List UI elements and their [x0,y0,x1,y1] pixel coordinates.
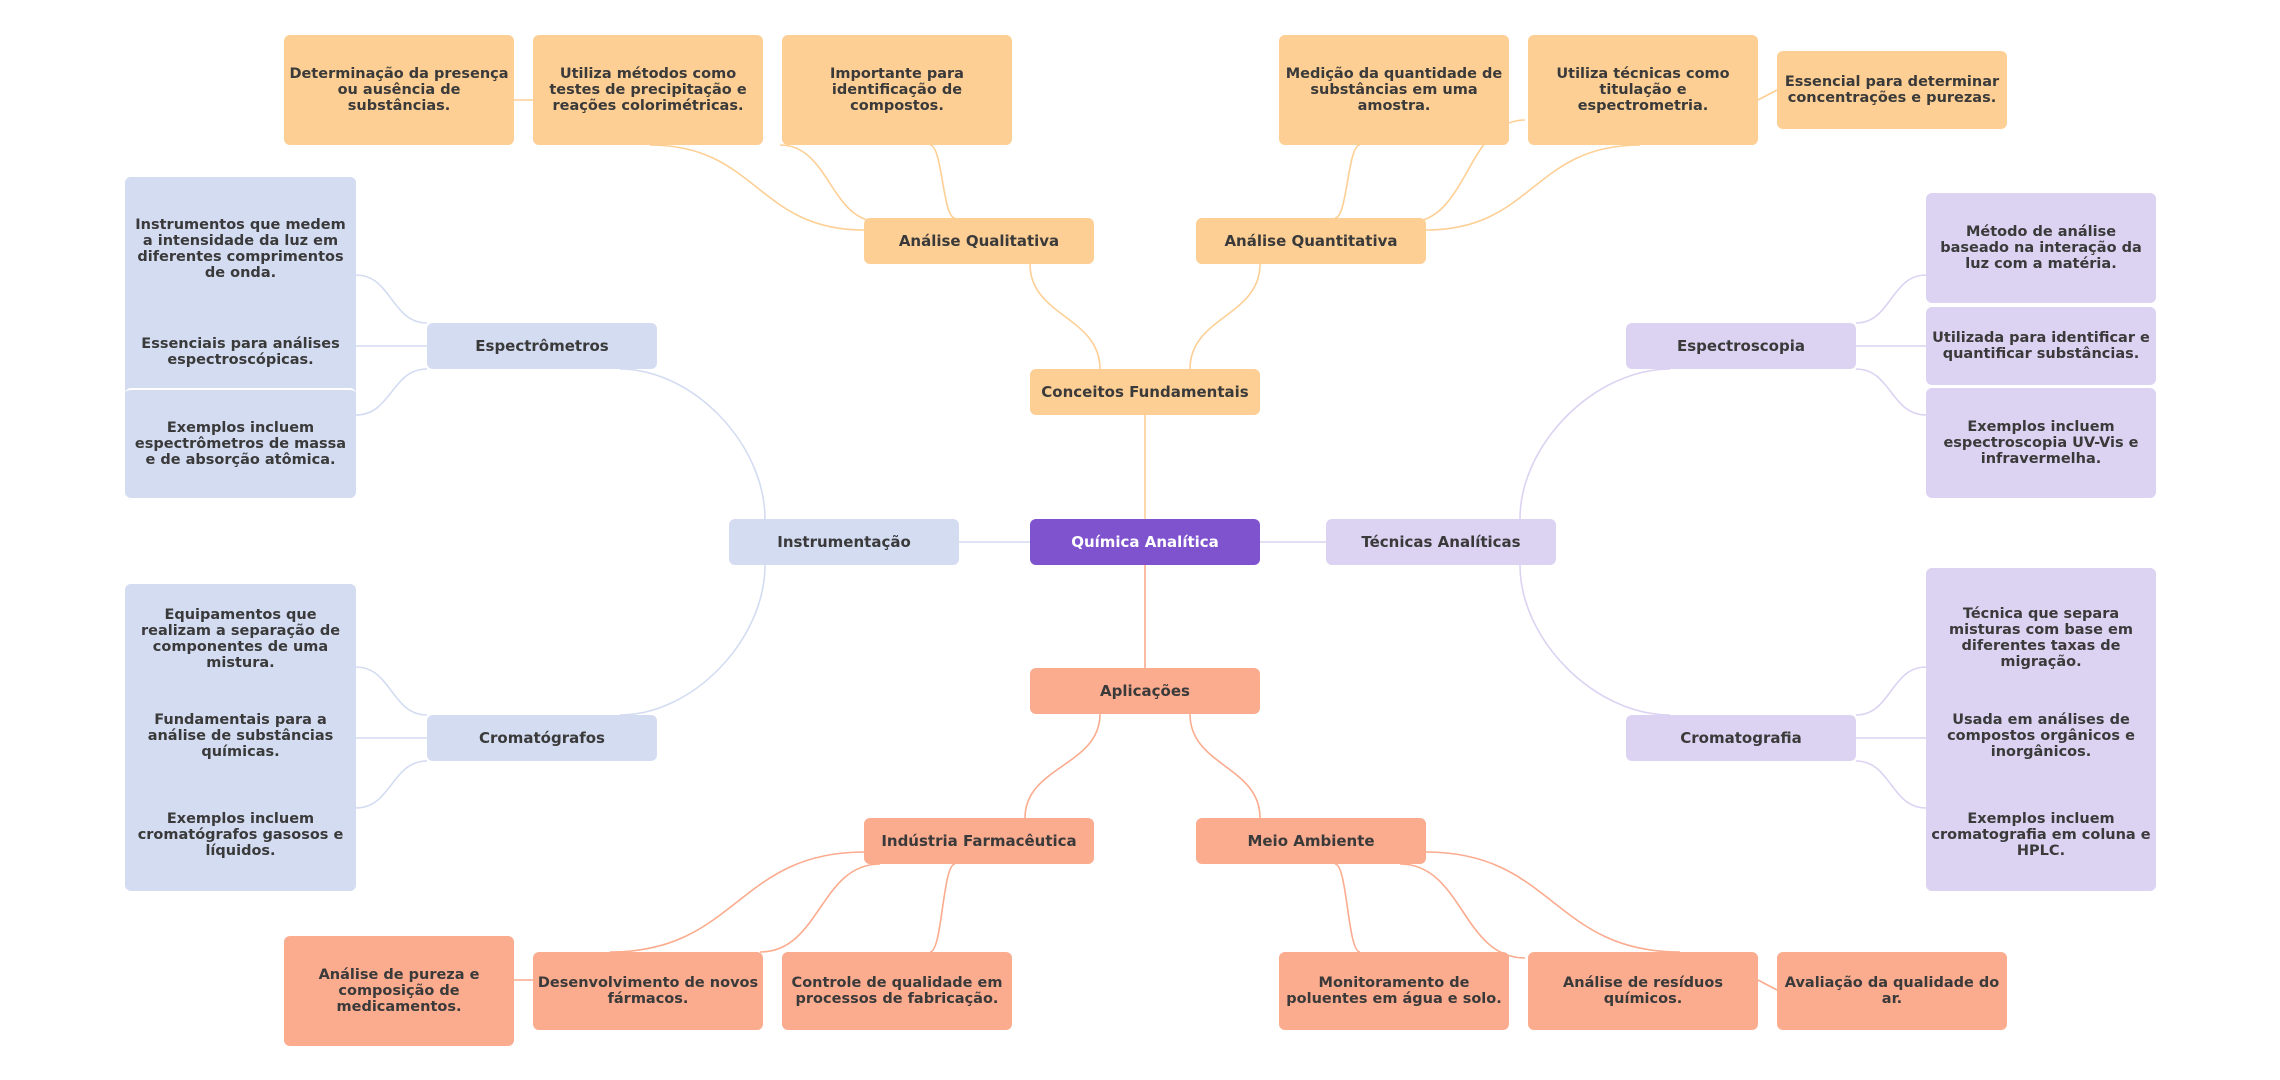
node-meio-ambiente[interactable]: Meio Ambiente [1196,818,1426,864]
node-analise-qualitativa[interactable]: Análise Qualitativa [864,218,1094,264]
leaf-qualitativa-3[interactable]: Importante para identificação de compost… [782,35,1012,145]
connector-line [1189,713,1261,819]
leaf-cromatografos-2[interactable]: Fundamentais para a análise de substânci… [125,696,356,776]
leaf-cromatografos-3[interactable]: Exemplos incluem cromatógrafos gasosos e… [125,780,356,890]
node-industria-farmaceutica[interactable]: Indústria Farmacêutica [864,818,1094,864]
leaf-cromatografia-2[interactable]: Usada em análises de compostos orgânicos… [1926,696,2156,776]
branch-conceitos-fundamentais[interactable]: Conceitos Fundamentais [1030,369,1260,415]
leaf-espectroscopia-3[interactable]: Exemplos incluem espectroscopia UV-Vis e… [1926,388,2156,498]
leaf-qualitativa-2[interactable]: Utiliza métodos como testes de precipita… [533,35,763,145]
branch-instrumentacao[interactable]: Instrumentação [729,519,959,565]
connector-line [1334,144,1361,219]
leaf-cromatografia-1[interactable]: Técnica que separa misturas com base em … [1926,568,2156,708]
connector-line [759,863,881,953]
connector-line [1189,263,1261,370]
connector-line [649,144,865,231]
leaf-ambiente-3[interactable]: Avaliação da qualidade do ar. [1777,952,2007,1030]
leaf-quantitativa-2[interactable]: Utiliza técnicas como titulação e espect… [1528,35,1758,145]
connector-line [1024,713,1101,819]
connector-line [609,851,865,953]
node-cromatografos[interactable]: Cromatógrafos [427,715,657,761]
connector-line [1855,666,1927,716]
branch-aplicacoes[interactable]: Aplicações [1030,668,1260,714]
leaf-espectrometros-1[interactable]: Instrumentos que medem a intensidade da … [125,177,356,320]
leaf-espectrometros-3[interactable]: Exemplos incluem espectrômetros de massa… [125,388,356,498]
connector-line [929,863,956,953]
leaf-ambiente-1[interactable]: Monitoramento de poluentes em água e sol… [1279,952,1509,1030]
leaf-cromatografos-1[interactable]: Equipamentos que realizam a separação de… [125,584,356,694]
connector-line [1425,851,1681,953]
connector-line [779,144,881,223]
connector-line [355,666,428,716]
leaf-farmaceutica-3[interactable]: Controle de qualidade em processos de fa… [782,952,1012,1030]
connector-line [1855,760,1927,809]
connector-line [355,760,428,809]
leaf-quantitativa-3[interactable]: Essencial para determinar concentrações … [1777,51,2007,129]
connector-line [1757,979,1778,991]
connector-line [1519,564,1671,716]
leaf-quantitativa-1[interactable]: Medição da quantidade de substâncias em … [1279,35,1509,145]
node-espectrometros[interactable]: Espectrômetros [427,323,657,369]
connector-line [355,274,428,324]
root-label: Química Analítica [1071,533,1219,551]
connector-line [1334,863,1361,953]
connector-line [619,368,766,520]
connector-line [1029,263,1101,370]
leaf-espectroscopia-1[interactable]: Método de análise baseado na interação d… [1926,193,2156,303]
leaf-farmaceutica-2[interactable]: Desenvolvimento de novos fármacos. [533,952,763,1030]
branch-tecnicas-analiticas[interactable]: Técnicas Analíticas [1326,519,1556,565]
connector-line [1425,144,1641,231]
connector-line [619,564,766,716]
connector-line [355,368,428,416]
connector-line [1855,368,1927,416]
leaf-qualitativa-1[interactable]: Determinação da presença ou ausência de … [284,35,514,145]
leaf-cromatografia-3[interactable]: Exemplos incluem cromatografia em coluna… [1926,780,2156,890]
connector-line [1519,368,1671,520]
connector-line [1757,89,1778,101]
connector-line [1399,863,1526,959]
node-espectroscopia[interactable]: Espectroscopia [1626,323,1856,369]
root-node[interactable]: Química Analítica [1030,519,1260,565]
leaf-espectroscopia-2[interactable]: Utilizada para identificar e quantificar… [1926,307,2156,385]
node-analise-quantitativa[interactable]: Análise Quantitativa [1196,218,1426,264]
leaf-farmaceutica-1[interactable]: Análise de pureza e composição de medica… [284,936,514,1046]
node-cromatografia[interactable]: Cromatografia [1626,715,1856,761]
connector-line [1855,274,1927,324]
connector-line [929,144,956,219]
leaf-espectrometros-2[interactable]: Essenciais para análises espectroscópica… [125,320,356,384]
leaf-ambiente-2[interactable]: Análise de resíduos químicos. [1528,952,1758,1030]
